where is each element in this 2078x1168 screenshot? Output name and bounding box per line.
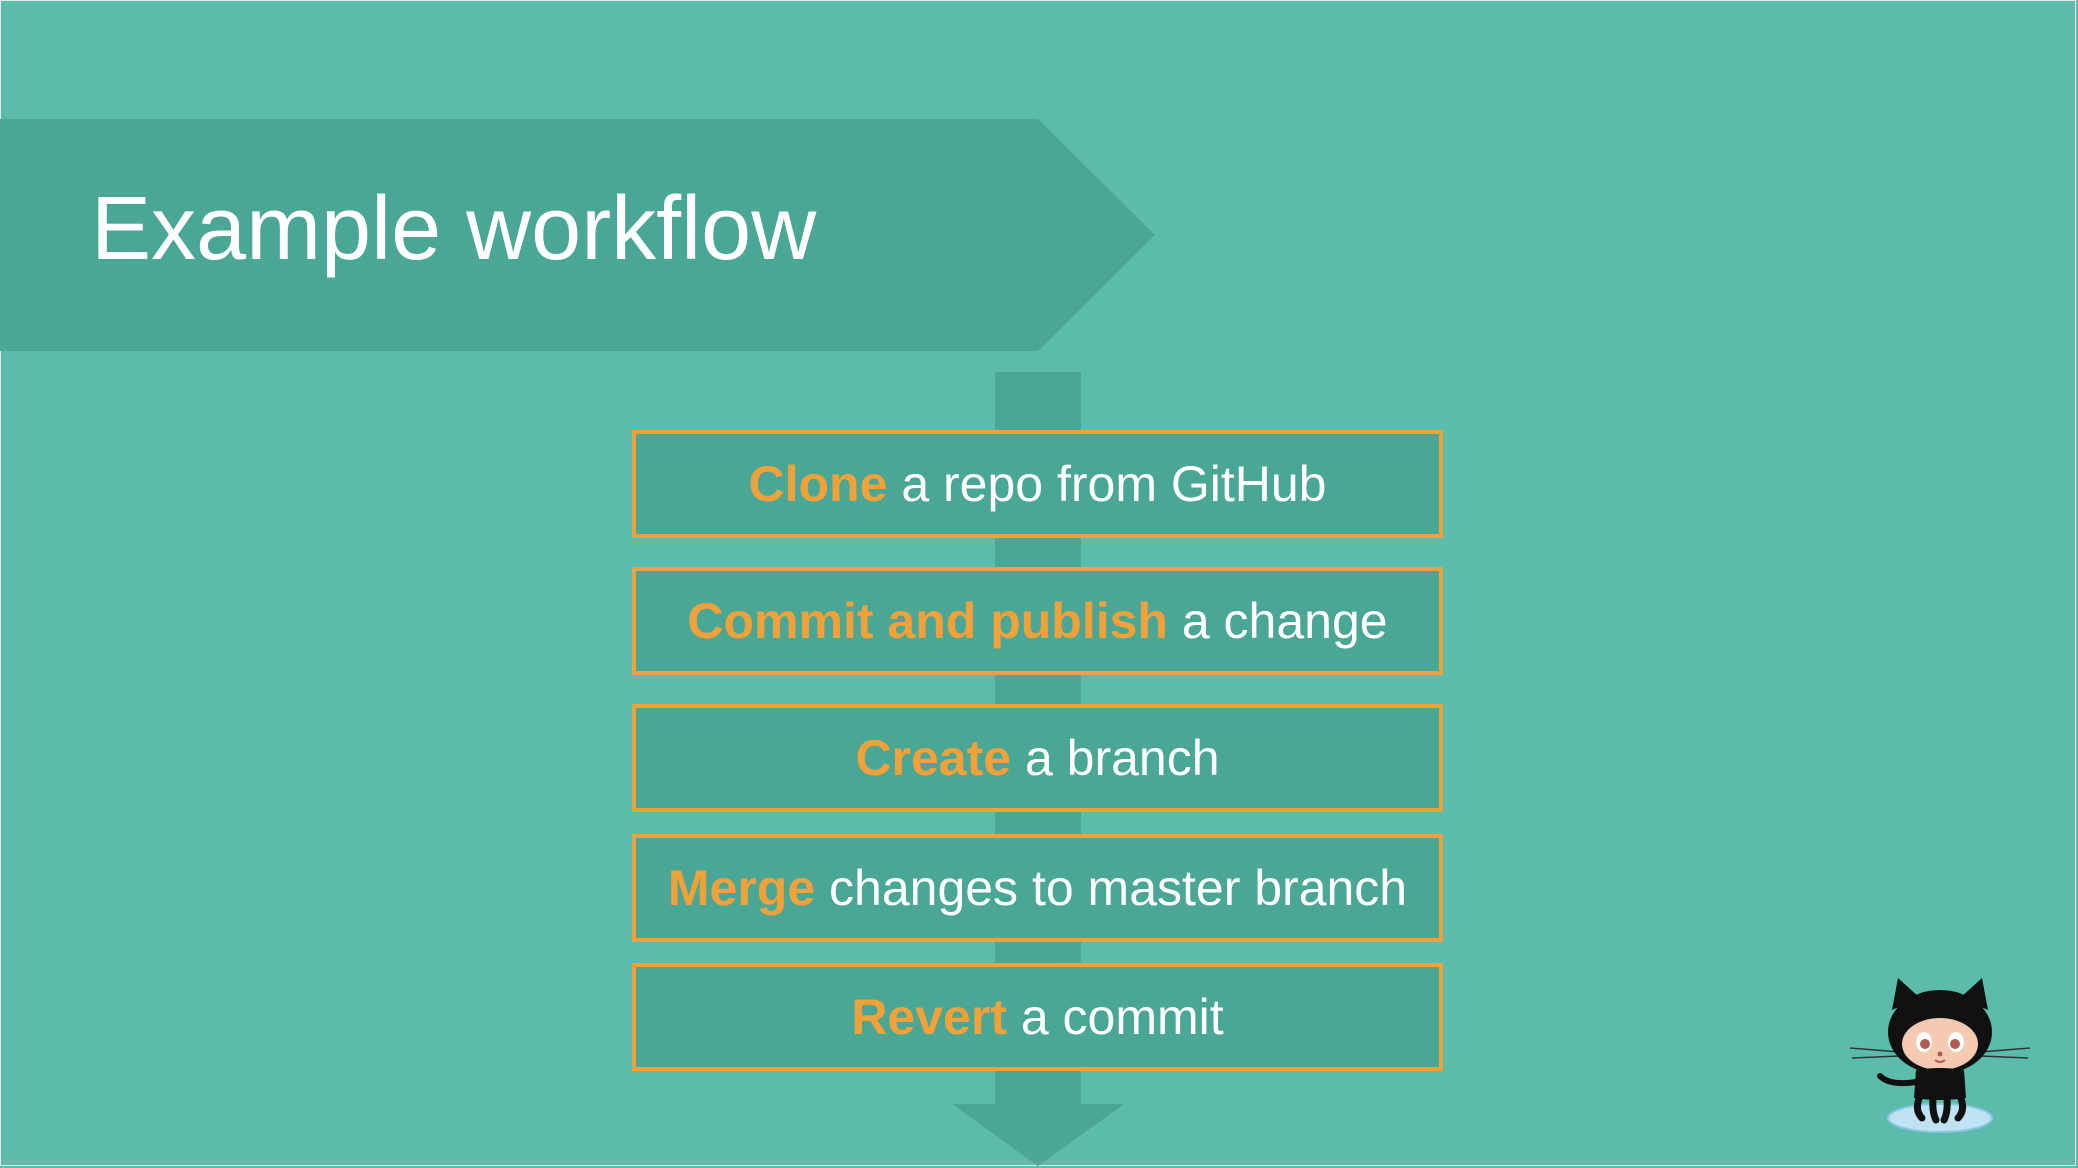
title-banner — [0, 119, 1155, 351]
step-merge: Merge changes to master branch — [632, 834, 1443, 942]
page-title: Example workflow — [91, 179, 817, 279]
octocat-icon — [1849, 978, 2031, 1133]
step-create-branch: Create a branch — [632, 704, 1443, 812]
flow-arrow-head — [952, 1104, 1124, 1166]
step-clone: Clone a repo from GitHub — [632, 430, 1443, 538]
step-commit-publish-text: a change — [1167, 593, 1388, 649]
step-merge-highlight: Merge — [667, 860, 816, 916]
step-revert-highlight: Revert — [851, 989, 1007, 1045]
step-create-branch-text: a branch — [1011, 730, 1220, 786]
title-banner-shape — [0, 119, 1155, 351]
step-create-branch-highlight: Create — [855, 730, 1012, 786]
step-clone-highlight: Clone — [748, 456, 888, 512]
step-merge-text: changes to master branch — [815, 860, 1408, 916]
step-commit-publish-highlight: Commit and publish — [687, 593, 1168, 649]
step-revert-text: a commit — [1006, 989, 1224, 1045]
step-clone-text: a repo from GitHub — [887, 456, 1327, 512]
step-commit-publish: Commit and publish a change — [632, 567, 1443, 675]
step-revert: Revert a commit — [632, 963, 1443, 1071]
